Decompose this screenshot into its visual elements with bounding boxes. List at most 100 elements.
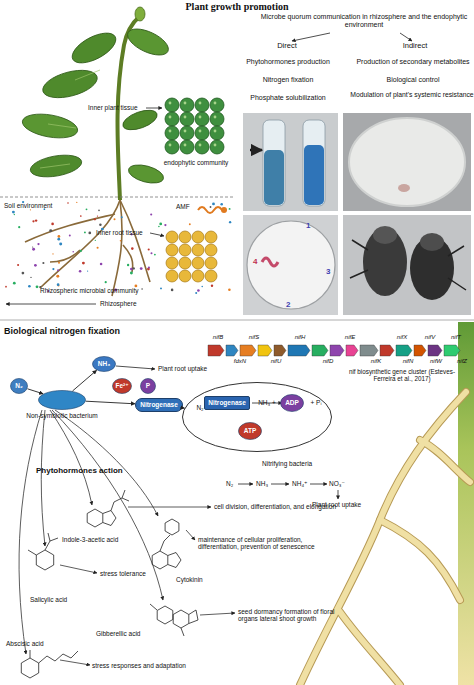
gene-name: nifT bbox=[446, 334, 466, 341]
photo-petri-numbered bbox=[243, 215, 338, 315]
soil-microbe bbox=[197, 289, 200, 292]
node-text: ATP bbox=[244, 427, 257, 434]
soil-microbe bbox=[49, 229, 52, 232]
photo-tubes bbox=[243, 113, 338, 211]
root-drawing bbox=[340, 612, 400, 685]
leader-arrow bbox=[150, 233, 164, 236]
molecule-circle: NH₃ bbox=[92, 356, 116, 372]
soil-microbe bbox=[36, 285, 39, 288]
root-tissue-cell bbox=[205, 270, 217, 282]
hormone-name: Gibberellic acid bbox=[96, 630, 154, 637]
gene-name: nifK bbox=[366, 358, 386, 365]
hormone-connector bbox=[186, 530, 195, 540]
mechanism-label: Phytohormones production bbox=[238, 58, 338, 66]
node-outline bbox=[11, 379, 28, 394]
plant-illustration bbox=[40, 65, 100, 103]
root-system bbox=[123, 245, 133, 272]
endophytic-cell bbox=[180, 98, 194, 112]
root-tissue-cell bbox=[205, 231, 217, 243]
molecule-structure bbox=[181, 628, 184, 636]
part-label: Rhizosphere bbox=[100, 300, 160, 307]
soil-microbe bbox=[98, 210, 100, 212]
molecule-structure bbox=[36, 550, 53, 570]
root-tissue-cell bbox=[205, 257, 217, 269]
node-outline bbox=[183, 383, 332, 452]
gene-arrow bbox=[380, 345, 394, 356]
leader-arrow bbox=[292, 33, 330, 41]
soil-microbe bbox=[5, 201, 231, 294]
soil-microbe bbox=[105, 281, 107, 283]
callout-number: 3 bbox=[326, 267, 336, 276]
endophytic-cell bbox=[180, 140, 194, 154]
soil-microbe bbox=[28, 285, 31, 288]
node-text-holder: NH₃ bbox=[92, 356, 116, 372]
soil-microbe bbox=[154, 254, 156, 256]
gene-name: nifV bbox=[420, 334, 440, 341]
gene-name: fdxN bbox=[230, 358, 250, 365]
soil-microbe bbox=[87, 270, 88, 271]
soil-microbe bbox=[58, 262, 60, 264]
compound-label: NH₄⁺ bbox=[292, 480, 307, 487]
gene-arrow bbox=[226, 345, 238, 356]
leader-arrow bbox=[146, 108, 162, 109]
photo-petri-numbered bbox=[247, 221, 335, 309]
root-tissue-cell bbox=[192, 231, 204, 243]
molecule-structure bbox=[173, 610, 189, 628]
root-drawing bbox=[380, 520, 460, 600]
photo-tubes bbox=[250, 149, 262, 152]
figure-title: Plant growth promotion bbox=[0, 1, 474, 12]
soil-microbe bbox=[114, 218, 116, 220]
soil-microbe bbox=[76, 202, 77, 203]
soil-microbe bbox=[171, 289, 174, 292]
reaction-arrow bbox=[271, 484, 289, 485]
molecule-structure bbox=[28, 550, 36, 555]
leader-arrow bbox=[6, 304, 96, 305]
part-label: Soil environment bbox=[4, 202, 74, 209]
molecule-structure bbox=[48, 533, 50, 541]
mechanism-label: Biological control bbox=[352, 76, 474, 84]
gene-name: nifU bbox=[266, 358, 286, 365]
soil-microbe bbox=[127, 264, 129, 266]
root-tissue-cell bbox=[192, 244, 204, 256]
gene-name: nifH bbox=[290, 334, 310, 341]
endophytic-cell bbox=[195, 140, 209, 154]
section-heading: Phytohormones action bbox=[36, 466, 156, 475]
node-outline bbox=[39, 391, 86, 410]
hormone-connector bbox=[60, 565, 97, 573]
root-system bbox=[120, 200, 150, 282]
soil-microbe bbox=[131, 247, 134, 250]
flow-arrow bbox=[86, 401, 135, 404]
node-text: + Pᵢ bbox=[306, 399, 326, 406]
endophytic-cell bbox=[195, 98, 209, 112]
photo-petri-dish bbox=[343, 113, 471, 211]
photo-petri-dish bbox=[398, 184, 410, 192]
soil-microbe bbox=[189, 223, 191, 225]
endophytic-cell bbox=[180, 126, 194, 140]
root-drawing bbox=[300, 392, 470, 685]
gene-arrow bbox=[330, 345, 344, 356]
soil-microbe bbox=[57, 283, 60, 286]
soil-microbe bbox=[57, 238, 60, 241]
root-tissue-cell bbox=[179, 270, 191, 282]
gene-name: nifZ bbox=[452, 358, 472, 365]
root-drawing bbox=[420, 440, 470, 482]
ion-circle: P bbox=[140, 378, 156, 394]
root-system bbox=[40, 200, 120, 288]
hormone-effect: seed dormancy formation of floral organs… bbox=[238, 608, 338, 623]
root-tissue-cell bbox=[192, 257, 204, 269]
hormone-effect: stress tolerance bbox=[100, 570, 170, 577]
soil-microbe bbox=[13, 282, 16, 285]
reaction-arrow bbox=[310, 484, 327, 485]
node-text: NH₃ bbox=[98, 360, 110, 367]
soil-microbe bbox=[30, 209, 31, 210]
soil-microbe bbox=[212, 202, 215, 205]
endophytic-cell bbox=[184, 144, 187, 147]
endophytic-cell bbox=[210, 126, 224, 140]
section-divider bbox=[0, 320, 474, 321]
soil-microbe bbox=[130, 272, 133, 275]
molecule-structure bbox=[165, 519, 179, 535]
gene-name: nifE bbox=[340, 334, 360, 341]
root-tissue-cell bbox=[179, 231, 191, 243]
gene-arrow bbox=[208, 345, 224, 356]
